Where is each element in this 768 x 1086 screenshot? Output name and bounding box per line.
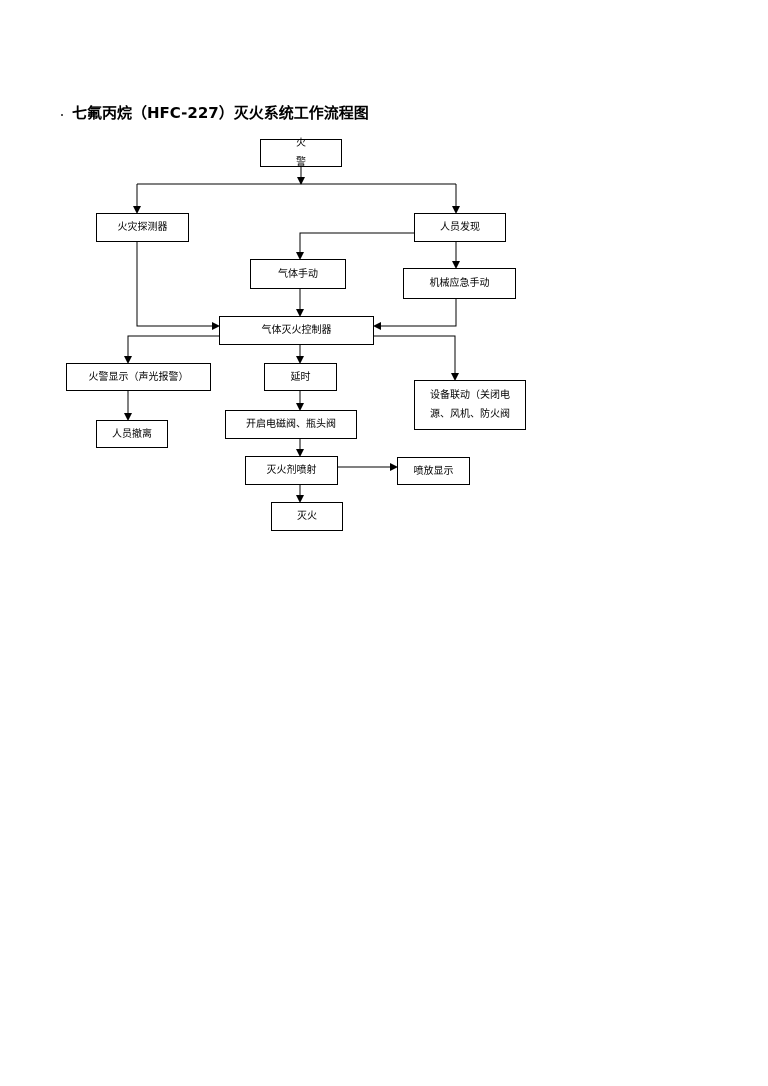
node-spray-display: 喷放显示 xyxy=(397,457,470,485)
arrow-to-gas-manual xyxy=(296,232,414,260)
arrow-detector-controller xyxy=(136,242,220,330)
node-agent-spray: 灭火剂喷射 xyxy=(245,456,338,485)
node-equipment-linkage: 设备联动（关闭电 源、风机、防火阀 xyxy=(414,380,526,430)
node-fire-alarm: 火 警 xyxy=(260,138,342,168)
arrow-to-linkage xyxy=(374,335,459,381)
node-person-found: 人员发现 xyxy=(414,213,506,242)
node-fire-detector: 火灾探测器 xyxy=(96,213,189,242)
diagram-title: 七氟丙烷（HFC-227）灭火系统工作流程图 xyxy=(72,104,369,122)
node-alarm-display: 火警显示（声光报警） xyxy=(66,363,211,391)
node-evacuation: 人员撤离 xyxy=(96,420,168,448)
node-open-valves: 开启电磁阀、瓶头阀 xyxy=(225,410,357,439)
arrow-to-alarm-display xyxy=(124,335,219,364)
page-mark xyxy=(61,114,63,116)
node-mech-emergency-manual: 机械应急手动 xyxy=(403,268,516,299)
node-gas-manual: 气体手动 xyxy=(250,259,346,289)
arrow-mech-controller xyxy=(373,299,457,330)
node-delay: 延时 xyxy=(264,363,337,391)
node-extinguish: 灭火 xyxy=(271,502,343,531)
node-gas-controller: 气体灭火控制器 xyxy=(219,316,374,345)
